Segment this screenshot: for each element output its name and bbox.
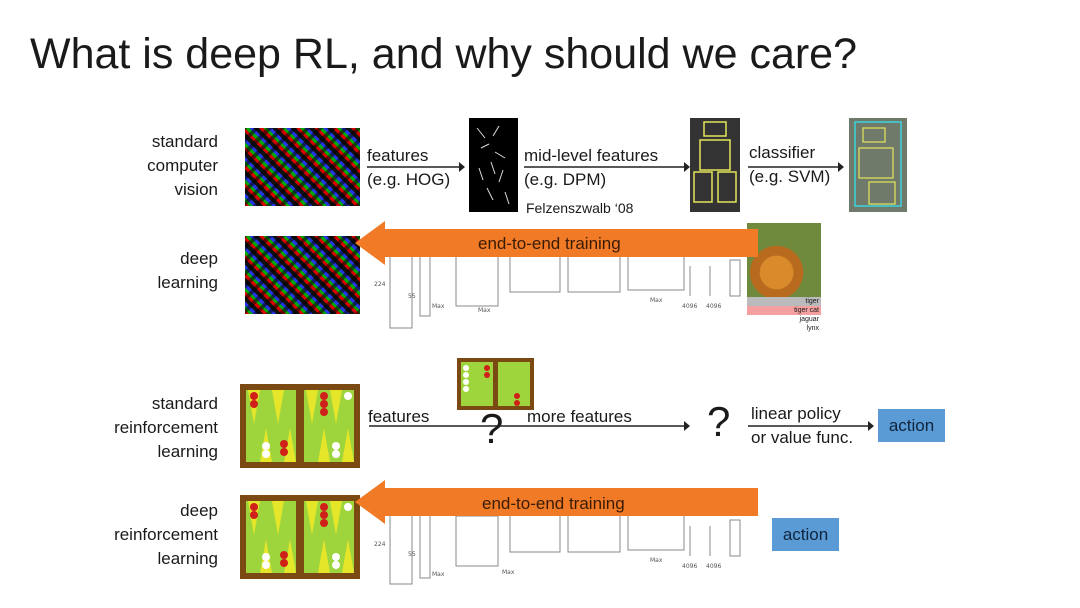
end-to-end-arrow-drl — [355, 480, 758, 524]
svg-text:4096: 4096 — [706, 563, 721, 570]
srl-question-mark-2: ? — [707, 398, 731, 445]
srl-more-features-label: more features — [527, 407, 632, 426]
svg-text:224: 224 — [374, 541, 386, 548]
features-hog-label: features(e.g. HOG) — [367, 146, 451, 189]
svg-text:Max: Max — [432, 571, 445, 578]
backgammon-board-input-drl — [240, 495, 360, 579]
svg-text:4096: 4096 — [682, 563, 697, 570]
end-to-end-label-drl: end-to-end training — [482, 494, 625, 513]
arrow-srl-policy — [748, 421, 874, 431]
input-image-texture-dl — [245, 236, 360, 314]
backgammon-board-input — [240, 384, 360, 468]
arrow-to-detection — [748, 162, 844, 172]
srl-question-mark-1: ? — [480, 405, 504, 452]
svg-text:Max: Max — [650, 557, 663, 564]
tiger-photo: tiger tiger cat jaguar lynx — [747, 223, 821, 333]
svg-text:Max: Max — [478, 307, 491, 314]
svg-text:4096: 4096 — [682, 303, 697, 310]
dpm-part-model-image — [690, 118, 740, 212]
classifier-svm-label: classifier(e.g. SVM) — [749, 143, 831, 186]
slide-title: What is deep RL, and why should we care? — [30, 30, 858, 78]
detection-result-image — [849, 118, 907, 212]
svg-text:Max: Max — [502, 569, 515, 576]
arrow-srl-features — [369, 421, 690, 431]
svg-text:55: 55 — [408, 551, 416, 558]
backgammon-board-small — [457, 358, 534, 410]
action-box-srl: action — [878, 409, 945, 442]
input-image-texture — [245, 128, 360, 206]
end-to-end-arrow-dl — [355, 221, 758, 265]
midlevel-features-label: mid-level features(e.g. DPM) — [524, 146, 659, 189]
srl-features-label: features — [368, 407, 430, 426]
end-to-end-label-dl: end-to-end training — [478, 234, 621, 253]
svg-text:Max: Max — [650, 297, 663, 304]
citation-felzenszwalb: Felzenszwalb ‘08 — [526, 200, 634, 216]
action-box-drl: action — [772, 518, 839, 551]
svg-text:Max: Max — [432, 303, 445, 310]
arrow-to-dpm — [524, 162, 690, 172]
svg-text:55: 55 — [408, 293, 416, 300]
svg-text:224: 224 — [374, 281, 386, 288]
arrow-to-hog — [367, 162, 465, 172]
hog-feature-image — [469, 118, 518, 212]
svg-text:4096: 4096 — [706, 303, 721, 310]
